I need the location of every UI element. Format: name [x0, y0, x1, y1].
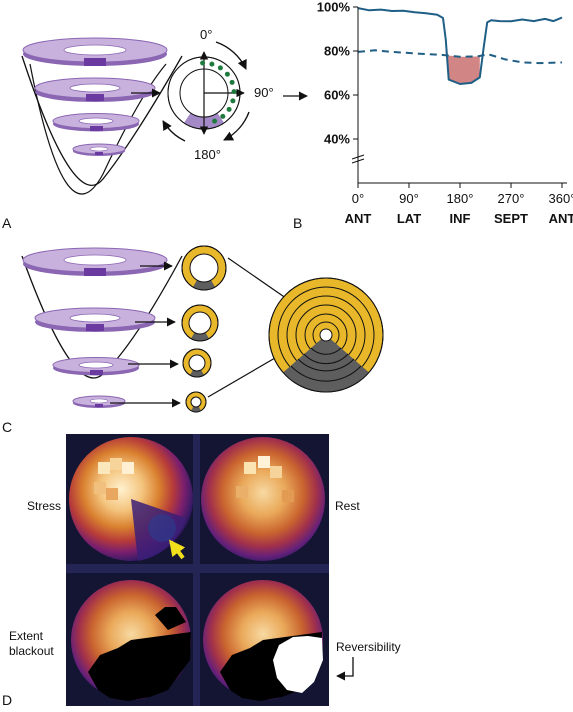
rest-polar-map: [201, 437, 325, 561]
short-axis-slice: [72, 395, 126, 408]
angle-label-top: 0°: [200, 27, 212, 42]
panel-a: 0° 90° 180° A: [2, 27, 308, 231]
axis-break-mark: [351, 154, 365, 164]
sampling-dot: [209, 61, 215, 67]
patient-profile-line: [357, 7, 563, 85]
sampling-dot: [231, 89, 237, 95]
panel-label-b: B: [293, 215, 302, 231]
reversibility-map: [203, 580, 323, 701]
x-tick-label: 90°: [399, 191, 419, 206]
chart-y-ticks: 100% 80% 60% 40%: [317, 0, 358, 147]
short-axis-slice: [52, 113, 140, 132]
sampling-dot: [224, 71, 230, 77]
chart-series: [357, 7, 563, 85]
y-tick-label: 60%: [324, 88, 350, 103]
myocardial-ring: [181, 304, 219, 342]
circumferential-profile-ring: [162, 41, 250, 142]
x-region-label: ANT: [549, 211, 573, 226]
short-axis-slice: [22, 37, 168, 66]
myocardial-ring: [181, 245, 227, 291]
stress-polar-map: [69, 437, 193, 561]
polar-map-bullseye: [268, 277, 384, 393]
label-extent-line2: blackout: [9, 644, 54, 658]
arrow: [227, 257, 294, 304]
x-tick-label: 360°: [549, 191, 573, 206]
myocardial-ring: [185, 391, 207, 413]
panel-label-a: A: [2, 215, 12, 231]
short-axis-slice: [72, 143, 126, 156]
panel-label-d: D: [2, 692, 12, 708]
x-tick-label: 270°: [498, 191, 525, 206]
sampling-dot: [220, 113, 226, 119]
y-tick-label: 80%: [324, 44, 350, 59]
label-rest: Rest: [335, 499, 360, 513]
panel-label-c: C: [2, 419, 12, 435]
chart-x-ticks: 0° ANT 90° LAT 180° INF 270° SEPT 360° ANT: [345, 183, 573, 226]
reversibility-pointer: [336, 657, 354, 681]
sampling-dot: [229, 79, 235, 85]
angle-label-bottom: 180°: [194, 147, 221, 162]
extent-blackout-map: [71, 580, 191, 701]
defect-arrow: [169, 539, 186, 560]
sampling-dot: [217, 65, 223, 71]
label-reversibility: Reversibility: [336, 640, 401, 654]
short-axis-slice: [34, 307, 156, 332]
lv-cone: [21, 55, 183, 186]
angle-label-right: 90°: [254, 85, 274, 100]
x-region-label: SEPT: [494, 211, 528, 226]
short-axis-slice: [34, 77, 156, 102]
sampling-dot: [230, 98, 236, 104]
deficit-area: [445, 40, 480, 84]
x-tick-label: 0°: [352, 191, 364, 206]
y-tick-label: 100%: [317, 0, 351, 15]
panel-d: Stress Rest Extent blackout Reversibilit…: [2, 434, 401, 708]
label-stress: Stress: [27, 499, 61, 513]
x-region-label: INF: [450, 211, 471, 226]
panel-c: C: [2, 245, 384, 435]
normal-limit-line: [357, 49, 563, 65]
panel-b-chart: 100% 80% 60% 40% 0° ANT 90° LAT 180° INF 270° SEPT…: [293, 0, 573, 231]
sampling-dot: [226, 106, 232, 112]
x-region-label: LAT: [397, 211, 421, 226]
sampling-dot: [212, 118, 218, 124]
x-tick-label: 180°: [447, 191, 474, 206]
y-tick-label: 40%: [324, 132, 350, 147]
label-extent-line1: Extent: [9, 629, 44, 643]
short-axis-slice: [52, 357, 140, 376]
sampling-dots: [200, 60, 237, 124]
sampling-dot: [200, 60, 206, 66]
chart-shaded-region: [445, 40, 480, 84]
x-region-label: ANT: [345, 211, 372, 226]
myocardial-ring: [182, 348, 212, 378]
short-axis-slice: [22, 247, 168, 276]
